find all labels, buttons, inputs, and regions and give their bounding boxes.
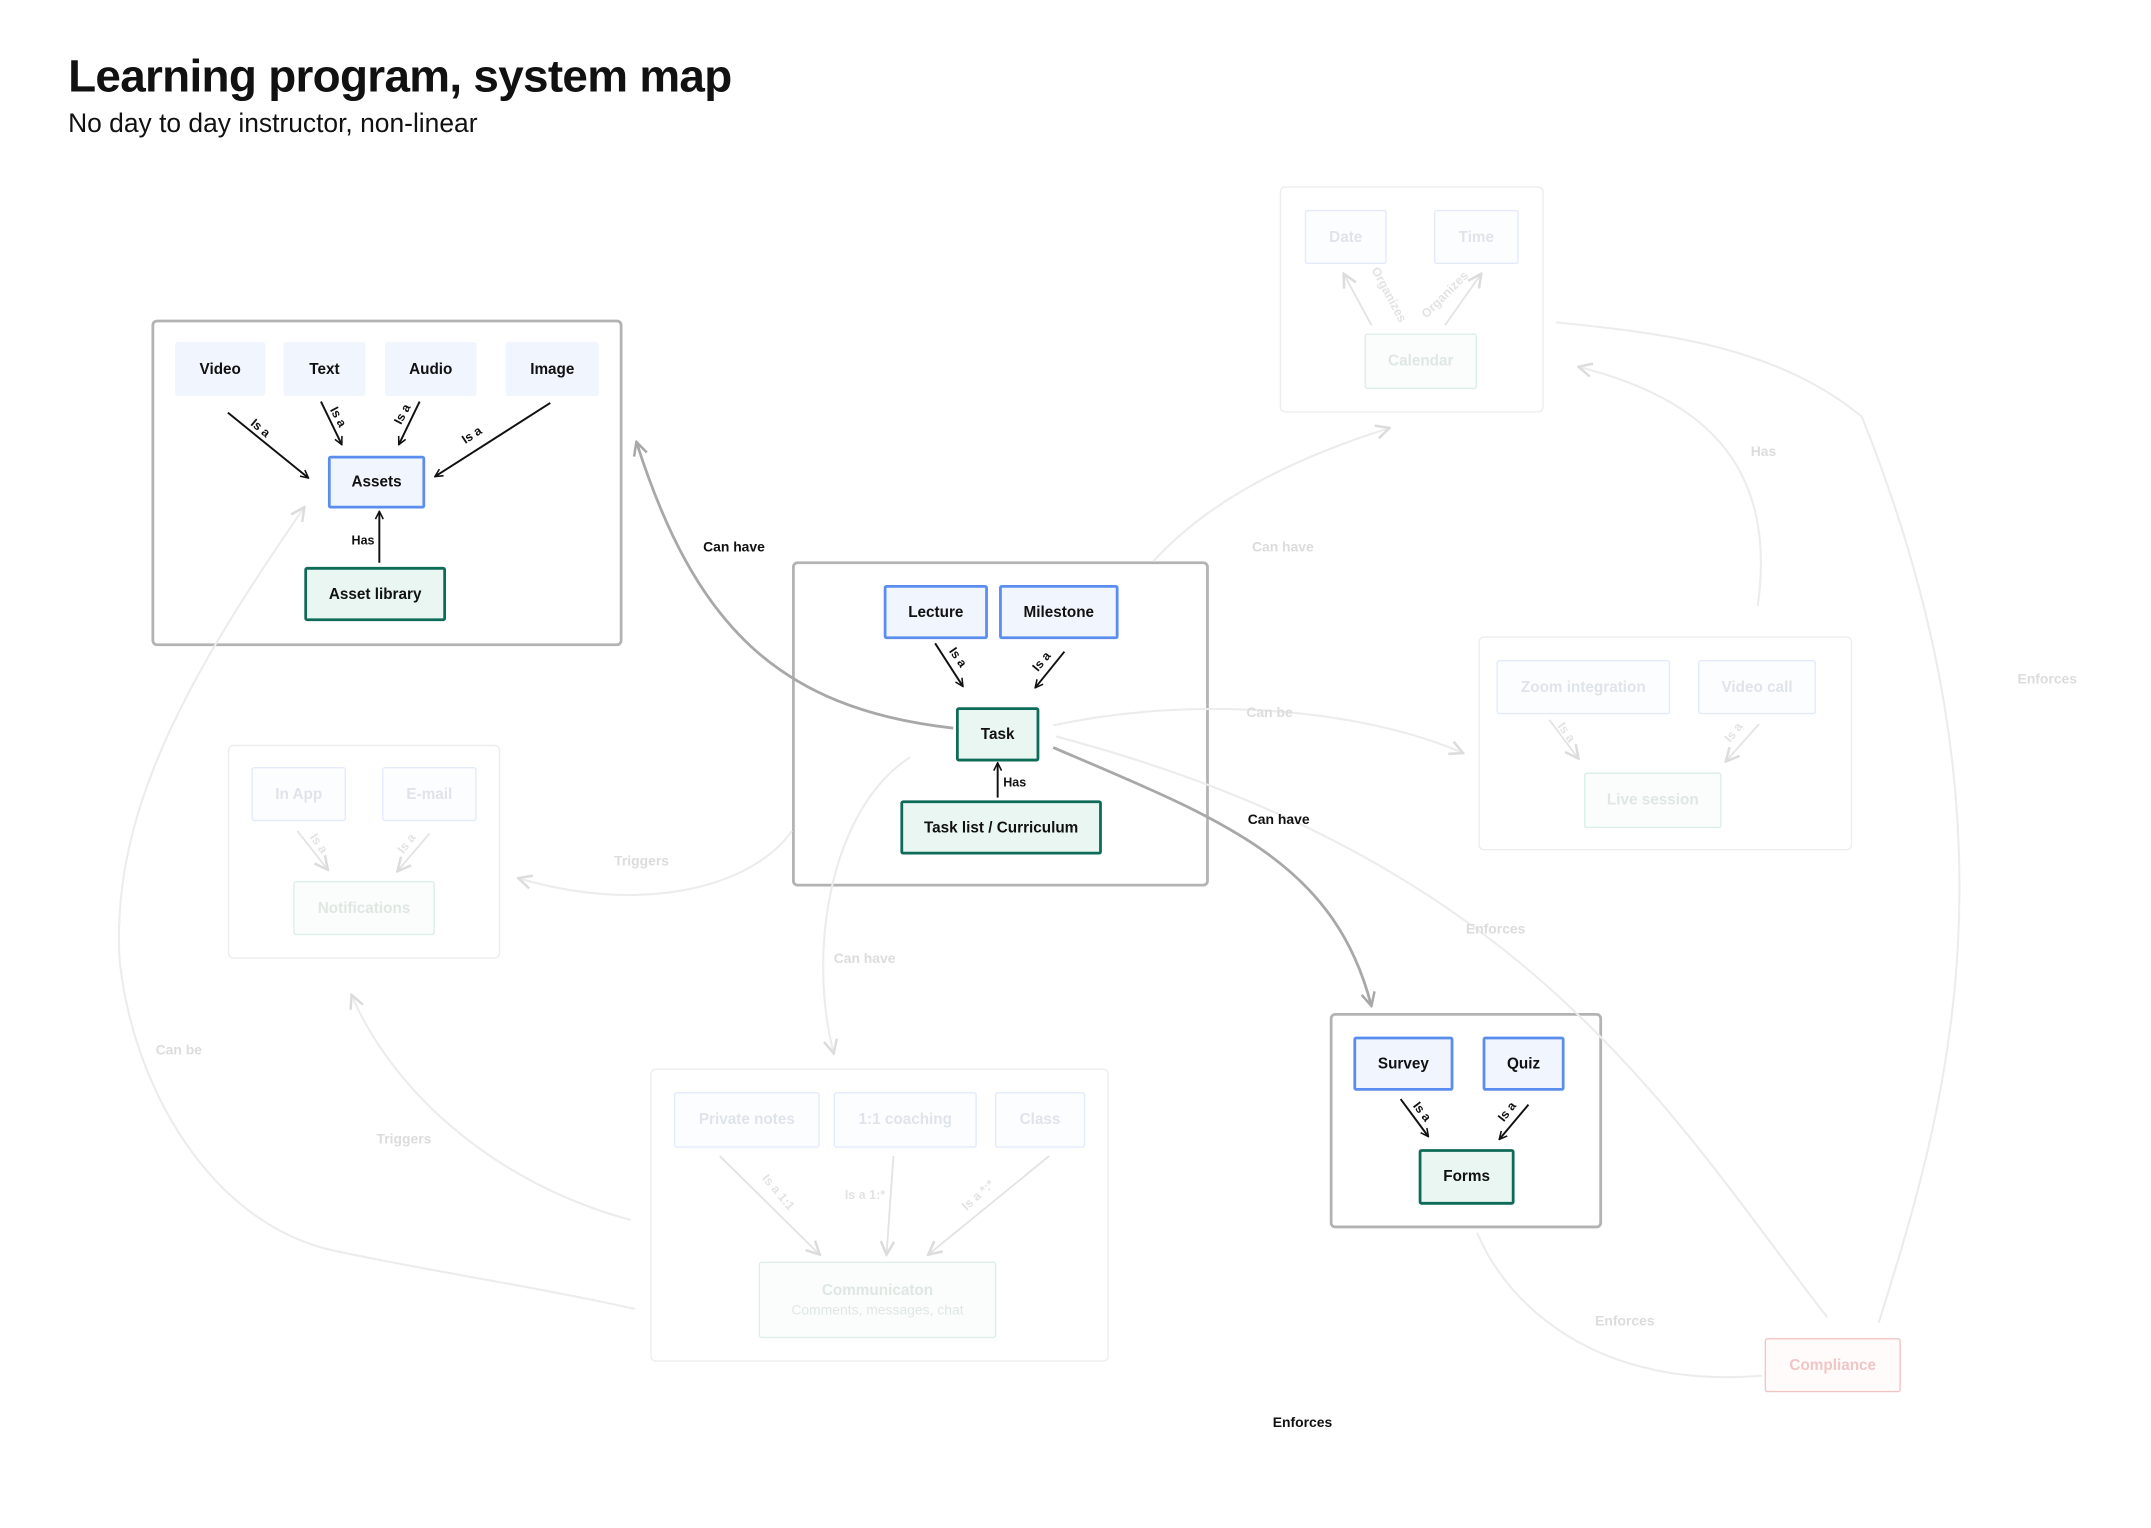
label-task-notifications-triggers: Triggers <box>614 854 670 870</box>
edge-communication-notifications <box>352 995 632 1221</box>
live-session-group[interactable] <box>1478 636 1853 851</box>
edge-task-forms <box>1052 746 1371 1006</box>
label-task-communication-can-have: Can have <box>833 951 896 968</box>
edge-milestone-task <box>1035 651 1066 688</box>
task-group[interactable] <box>792 561 1209 887</box>
label-communication-can-be: Can be <box>155 1043 202 1059</box>
edge-task-assets <box>636 442 954 730</box>
node-task[interactable]: Task <box>955 707 1040 762</box>
edge-compliance-calendar <box>1556 321 1961 1324</box>
edge-image-assets <box>435 402 551 477</box>
node-compliance[interactable]: Compliance <box>1764 1338 1901 1393</box>
label-task-calendar-can-have: Can have <box>1251 540 1314 556</box>
node-text[interactable]: Text <box>283 341 366 397</box>
node-communication-subtitle: Comments, messages, chat <box>791 1302 964 1318</box>
node-lecture[interactable]: Lecture <box>883 584 988 640</box>
label-enforces: Enforces <box>1272 1415 1333 1432</box>
edge-compliance-task <box>1055 735 1829 1318</box>
page-subtitle: No day to day instructor, non-linear <box>68 109 478 139</box>
edge-compliance-forms <box>1476 1232 1762 1379</box>
label-live-calendar-has: Has <box>1750 444 1777 460</box>
edge-audio-assets <box>399 401 421 445</box>
node-milestone[interactable]: Milestone <box>999 584 1119 640</box>
node-date[interactable]: Date <box>1304 209 1387 265</box>
node-video-call[interactable]: Video call <box>1697 660 1817 715</box>
label-compliance-enforces-right: Enforces <box>2017 672 2078 688</box>
edge-task-calendar <box>1152 428 1389 563</box>
node-video[interactable]: Video <box>175 341 266 397</box>
label-tasklist-has: Has <box>1003 775 1027 790</box>
node-communication-title: Communicaton <box>821 1281 934 1299</box>
node-private-notes[interactable]: Private notes <box>673 1092 820 1148</box>
node-forms[interactable]: Forms <box>1418 1149 1515 1205</box>
page-title: Learning program, system map <box>68 50 732 102</box>
node-survey[interactable]: Survey <box>1353 1036 1454 1091</box>
label-communication-triggers: Triggers <box>376 1132 432 1148</box>
edge-communication-assets <box>117 507 636 1310</box>
label-task-live-can-be: Can be <box>1246 705 1293 722</box>
node-time[interactable]: Time <box>1433 209 1519 265</box>
label-compliance-enforces-task: Enforces <box>1465 922 1526 938</box>
node-audio[interactable]: Audio <box>384 341 477 397</box>
edge-task-live-session <box>1053 707 1463 753</box>
edge-live-calendar <box>1578 367 1762 606</box>
node-coaching[interactable]: 1:1 coaching <box>833 1092 977 1148</box>
node-in-app[interactable]: In App <box>251 767 346 822</box>
node-asset-library[interactable]: Asset library <box>304 566 447 622</box>
label-compliance-enforces-forms: Enforces <box>1595 1314 1655 1330</box>
node-notifications[interactable]: Notifications <box>293 880 435 936</box>
assets-group[interactable] <box>151 319 623 647</box>
label-coaching-is-a-1-many: Is a 1:* <box>844 1188 886 1202</box>
forms-group[interactable] <box>1329 1012 1603 1229</box>
node-communication[interactable]: Communicaton Comments, messages, chat <box>758 1261 997 1339</box>
label-task-assets-can-have: Can have <box>703 540 765 556</box>
node-class[interactable]: Class <box>994 1092 1086 1148</box>
edge-lecture-task <box>934 642 963 686</box>
edge-task-notifications <box>518 830 793 896</box>
label-library-has: Has <box>351 533 375 548</box>
node-assets[interactable]: Assets <box>327 455 426 509</box>
communication-group[interactable] <box>650 1068 1109 1362</box>
calendar-group[interactable] <box>1279 186 1544 413</box>
edge-quiz-forms <box>1499 1104 1530 1140</box>
node-quiz[interactable]: Quiz <box>1482 1036 1565 1091</box>
label-task-forms-can-have: Can have <box>1247 812 1310 829</box>
notifications-group[interactable] <box>227 744 501 959</box>
node-task-list[interactable]: Task list / Curriculum <box>900 800 1102 855</box>
edge-text-assets <box>320 401 342 445</box>
edge-video-assets <box>227 411 309 478</box>
node-calendar[interactable]: Calendar <box>1364 333 1478 390</box>
node-email[interactable]: E-mail <box>382 767 477 822</box>
edge-task-communication <box>822 756 911 1053</box>
node-image[interactable]: Image <box>505 341 599 397</box>
node-live-session[interactable]: Live session <box>1584 772 1722 829</box>
edge-survey-forms <box>1399 1098 1429 1137</box>
node-zoom-integration[interactable]: Zoom integration <box>1496 660 1671 715</box>
